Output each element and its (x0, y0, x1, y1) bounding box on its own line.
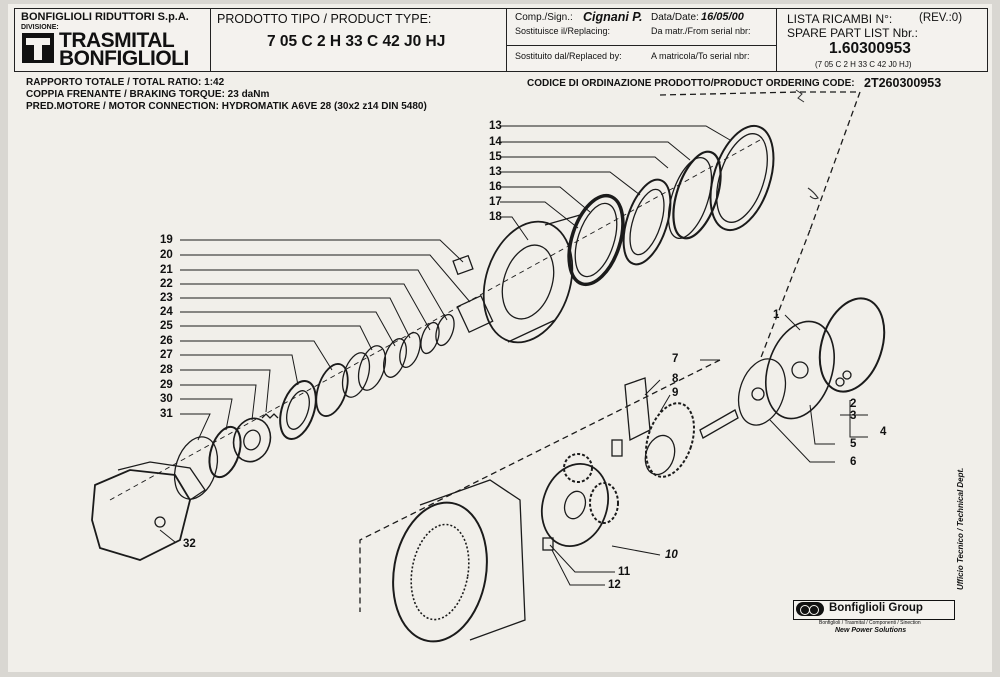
ordering-code-label: CODICE DI ORDINAZIONE PRODOTTO/PRODUCT O… (527, 78, 855, 89)
company-cell: BONFIGLIOLI RIDUTTORI S.p.A. DIVISIONE: … (15, 9, 211, 71)
callout-7: 7 (672, 353, 679, 365)
bonfiglioli-group-logo: Bonfiglioli Group Bonfiglioli / Trasmita… (793, 600, 955, 636)
callout-26: 26 (160, 335, 173, 347)
callout-21: 21 (160, 264, 173, 276)
callout-14: 14 (489, 136, 502, 148)
spare-list-number: 1.60300953 (829, 40, 911, 57)
callout-13a: 13 (489, 120, 502, 132)
callout-30: 30 (160, 393, 173, 405)
group-slogan: New Power Solutions (835, 627, 907, 634)
callout-11: 11 (618, 566, 631, 578)
callout-12: 12 (608, 579, 621, 591)
callout-9: 9 (672, 387, 679, 399)
division-label: DIVISIONE: (21, 24, 59, 31)
callout-32: 32 (183, 538, 196, 550)
replaced-by-label: Sostituito dal/Replaced by: (515, 51, 622, 61)
callout-5: 5 (850, 438, 857, 450)
callout-27: 27 (160, 349, 173, 361)
callout-29: 29 (160, 379, 173, 391)
company-name: BONFIGLIOLI RIDUTTORI S.p.A. (21, 11, 189, 23)
spare-list-subtitle: (7 05 C 2 H 33 C 42 J0 HJ) (815, 60, 912, 69)
callout-20: 20 (160, 249, 173, 261)
logo-line1: TRASMITAL (59, 29, 175, 52)
spare-list-cell: LISTA RICAMBI N°: (REV.:0) SPARE PART LI… (777, 9, 987, 71)
callout-28: 28 (160, 364, 173, 376)
date-value: 16/05/00 (701, 11, 744, 23)
group-logo-icon (796, 602, 824, 616)
group-name: Bonfiglioli Group (829, 602, 923, 614)
callout-13b: 13 (489, 166, 502, 178)
product-type-label: PRODOTTO TIPO / PRODUCT TYPE: (217, 12, 432, 26)
braking-torque: COPPIA FRENANTE / BRAKING TORQUE: 23 daN… (26, 89, 270, 100)
callout-2: 2 (850, 398, 857, 410)
spare-list-label-it: LISTA RICAMBI N°: (787, 12, 893, 26)
product-type-cell: PRODOTTO TIPO / PRODUCT TYPE: 7 05 C 2 H… (211, 9, 507, 71)
callout-16: 16 (489, 181, 502, 193)
group-logo-bar (793, 600, 955, 620)
to-serial-label: A matricola/To serial nbr: (651, 51, 750, 61)
from-serial-label: Da matr./From serial nbr: (651, 26, 751, 36)
spare-list-label-en: SPARE PART LIST Nbr.: (787, 26, 918, 40)
callout-8: 8 (672, 373, 679, 385)
callout-1: 1 (773, 309, 780, 321)
drawing-sheet (8, 4, 992, 672)
callout-25: 25 (160, 320, 173, 332)
callout-24: 24 (160, 306, 173, 318)
trasmital-logo-icon (21, 31, 55, 65)
replacing-label: Sostituisce il/Replacing: (515, 26, 611, 36)
motor-connection: PRED.MOTORE / MOTOR CONNECTION: HYDROMAT… (26, 101, 427, 112)
callout-4: 4 (880, 426, 887, 438)
callout-19: 19 (160, 234, 173, 246)
product-type-value: 7 05 C 2 H 33 C 42 J0 HJ (267, 33, 446, 50)
divider (507, 45, 777, 46)
ordering-code: 2T260300953 (864, 76, 942, 90)
logo-line2: BONFIGLIOLI (59, 47, 189, 70)
callout-31: 31 (160, 408, 173, 420)
sign-value: Cignani P. (583, 10, 643, 24)
date-label: Data/Date: (651, 12, 699, 23)
callout-15: 15 (489, 151, 502, 163)
group-subline: Bonfiglioli / Trasmital / Componenti / S… (819, 620, 921, 626)
revision: (REV.:0) (919, 12, 963, 24)
callout-18: 18 (489, 211, 502, 223)
callout-17: 17 (489, 196, 502, 208)
technical-dept-note: Ufficio Tecnico / Technical Dept. (956, 467, 965, 590)
callout-10: 10 (665, 549, 678, 561)
total-ratio: RAPPORTO TOTALE / TOTAL RATIO: 1:42 (26, 77, 225, 88)
callout-22: 22 (160, 278, 173, 290)
callout-3: 3 (850, 410, 857, 422)
title-block: BONFIGLIOLI RIDUTTORI S.p.A. DIVISIONE: … (14, 8, 988, 72)
callout-23: 23 (160, 292, 173, 304)
callout-6: 6 (850, 456, 857, 468)
compilation-cell: Comp./Sign.: Cignani P. Data/Date: 16/05… (507, 9, 777, 71)
sign-label: Comp./Sign.: (515, 12, 573, 23)
